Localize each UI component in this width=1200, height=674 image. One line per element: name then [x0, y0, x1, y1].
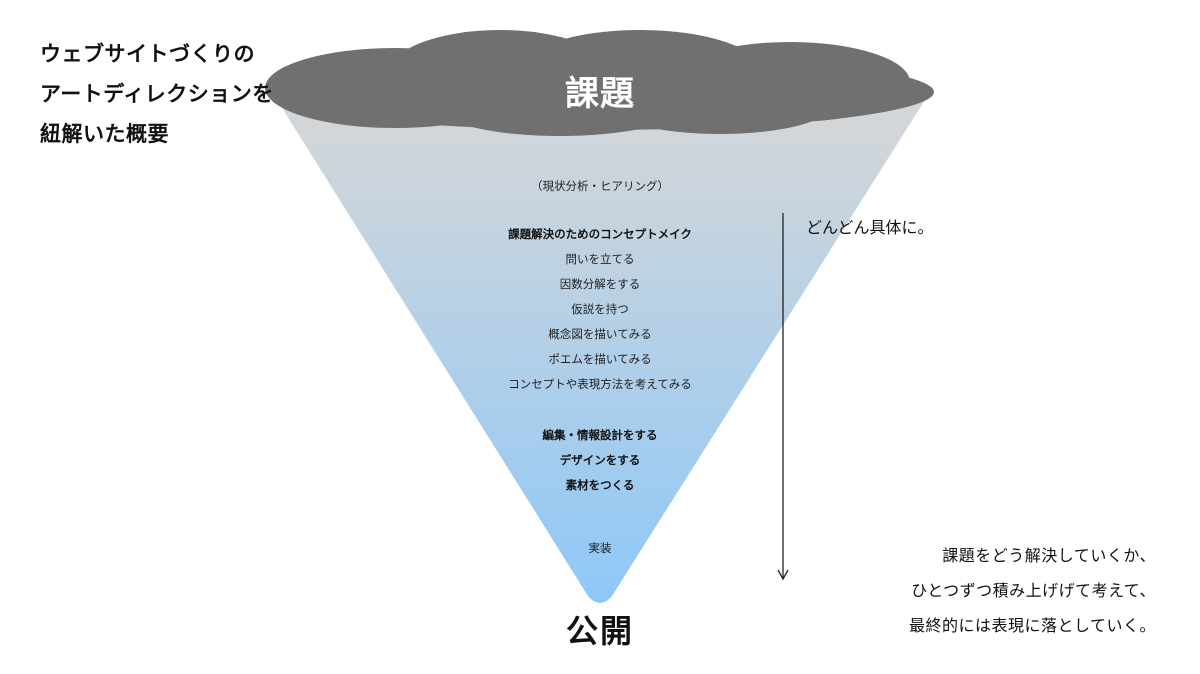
concept-heading: 課題解決のためのコンセプトメイク	[508, 227, 692, 241]
concept-item: ポエムを描いてみる	[548, 352, 652, 366]
analysis-label: （現状分析・ヒアリング）	[531, 179, 669, 193]
summary-line-2: ひとつずつ積み上げげて考えて、	[911, 581, 1156, 600]
summary-line-1: 課題をどう解決していくか、	[942, 546, 1156, 565]
summary-line-3: 最終的には表現に落としていく。	[908, 616, 1156, 635]
production-item: 素材をつくる	[565, 478, 635, 492]
title-line-3: 紐解いた概要	[40, 122, 169, 146]
diagram-title: ウェブサイトづくりの アートディレクションを 紐解いた概要	[40, 34, 274, 154]
progress-arrow	[777, 213, 789, 581]
implementation-label: 実装	[588, 541, 612, 555]
concept-item: 問いを立てる	[565, 252, 635, 266]
stage-analysis: （現状分析・ヒアリング）	[470, 174, 730, 199]
arrow-caption: どんどん具体に。	[806, 218, 934, 237]
problem-cloud	[265, 30, 934, 136]
problem-label: 課題	[565, 74, 635, 114]
summary-text: 課題をどう解決していくか、 ひとつずつ積み上げげて考えて、 最終的には表現に落と…	[909, 538, 1156, 643]
concept-item: 因数分解をする	[559, 277, 641, 291]
stage-implementation: 実装	[470, 536, 730, 561]
concept-item: コンセプトや表現方法を考えてみる	[508, 377, 692, 391]
concept-item: 概念図を描いてみる	[548, 327, 652, 341]
stage-production: 編集・情報設計をする デザインをする 素材をつくる	[470, 423, 730, 498]
stage-concept: 課題解決のためのコンセプトメイク 問いを立てる 因数分解をする 仮説を持つ 概念…	[470, 222, 730, 397]
concept-item: 仮説を持つ	[571, 302, 629, 316]
title-line-2: アートディレクションを	[40, 82, 274, 106]
release-label: 公開	[565, 612, 634, 650]
production-item: デザインをする	[559, 453, 641, 467]
production-item: 編集・情報設計をする	[542, 428, 658, 442]
title-line-1: ウェブサイトづくりの	[40, 42, 255, 66]
funnel-cone	[272, 92, 930, 603]
